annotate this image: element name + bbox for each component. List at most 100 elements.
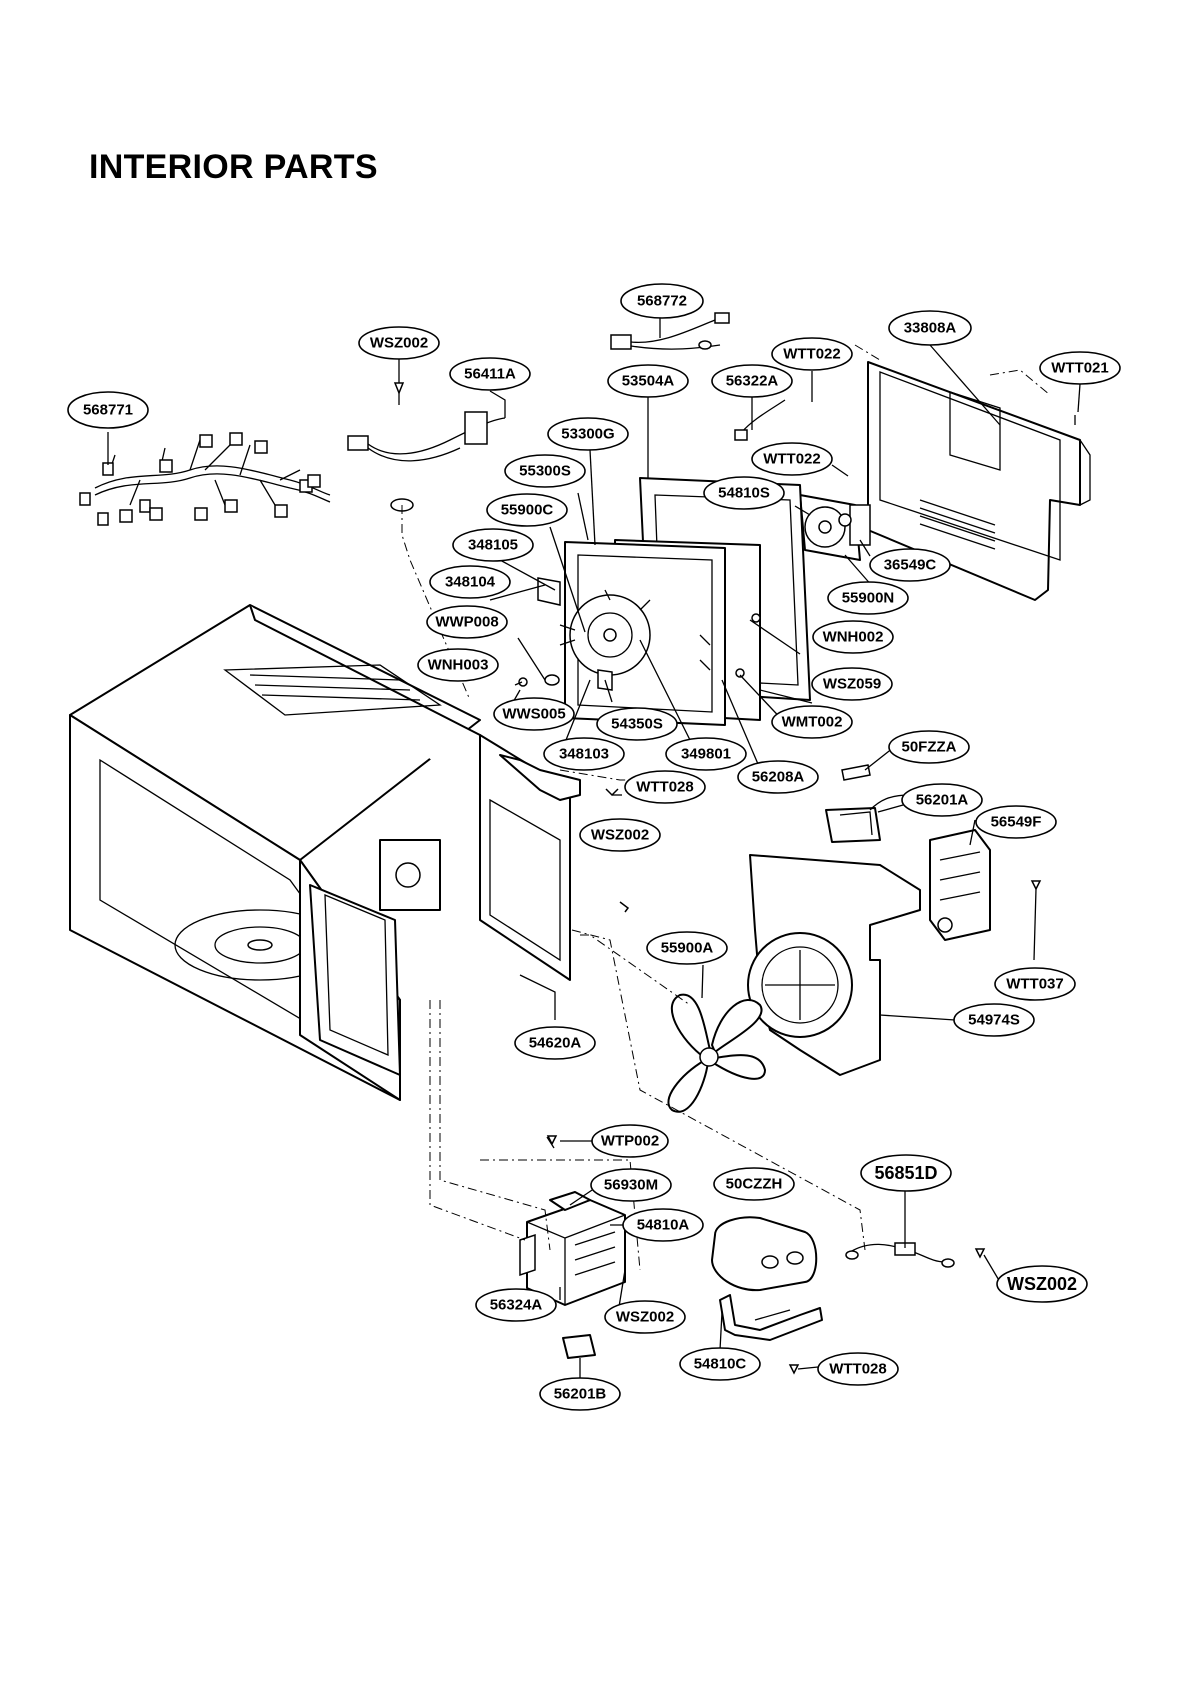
callout-55900N: 55900N <box>827 581 909 615</box>
cord-part <box>347 382 506 512</box>
svg-text:53300G: 53300G <box>561 426 614 443</box>
svg-text:568772: 568772 <box>637 293 687 310</box>
callout-54810C: 54810C <box>679 1347 761 1381</box>
fan-motor-part <box>799 494 871 561</box>
callout-WSZ002-mid: WSZ002 <box>579 818 661 852</box>
capacitor-part <box>711 1216 818 1292</box>
svg-text:WTT028: WTT028 <box>636 779 694 796</box>
svg-text:56411A: 56411A <box>464 366 516 383</box>
svg-text:36549C: 36549C <box>884 557 937 574</box>
svg-text:56930M: 56930M <box>604 1177 658 1194</box>
callout-WSZ002-top: WSZ002 <box>358 326 440 360</box>
fuse-board-part <box>825 764 911 843</box>
callout-WSZ002-bottom: WSZ002 <box>604 1300 686 1334</box>
svg-text:WTT028: WTT028 <box>829 1361 887 1378</box>
screw-parts <box>546 788 1042 1259</box>
svg-text:54810A: 54810A <box>637 1217 690 1234</box>
callout-33808A: 33808A <box>888 310 972 346</box>
svg-text:56201A: 56201A <box>916 792 969 809</box>
svg-text:WTT022: WTT022 <box>763 451 821 468</box>
svg-text:56324A: 56324A <box>490 1297 543 1314</box>
callout-56324A: 56324A <box>475 1288 557 1322</box>
callout-56201B: 56201B <box>539 1377 621 1411</box>
svg-text:WTT022: WTT022 <box>783 346 841 363</box>
callout-36549C: 36549C <box>869 548 951 582</box>
svg-text:WNH002: WNH002 <box>823 629 884 646</box>
svg-text:54974S: 54974S <box>968 1012 1020 1029</box>
svg-text:55900N: 55900N <box>842 590 895 607</box>
svg-text:55900C: 55900C <box>501 502 554 519</box>
svg-text:50CZZH: 50CZZH <box>726 1176 783 1193</box>
diode-cord-part <box>845 1242 955 1268</box>
svg-text:WSZ002: WSZ002 <box>616 1309 674 1326</box>
svg-text:WNH003: WNH003 <box>428 657 489 674</box>
svg-text:WTT021: WTT021 <box>1051 360 1109 377</box>
callout-WTT021: WTT021 <box>1039 351 1121 385</box>
callout-WTT028-bottom: WTT028 <box>817 1352 899 1386</box>
svg-text:348103: 348103 <box>559 746 609 763</box>
svg-text:WSZ002: WSZ002 <box>591 827 649 844</box>
callout-56411A: 56411A <box>449 357 531 391</box>
svg-text:54350S: 54350S <box>611 716 663 733</box>
callout-568772: 568772 <box>620 283 704 319</box>
callout-349801: 349801 <box>665 737 747 771</box>
callout-56208A: 56208A <box>737 760 819 794</box>
callout-54350S: 54350S <box>596 707 678 741</box>
svg-text:55900A: 55900A <box>661 940 714 957</box>
callout-WTT028-mid: WTT028 <box>624 770 706 804</box>
callout-WWP008: WWP008 <box>426 605 508 639</box>
page-title: INTERIOR PARTS <box>89 148 378 186</box>
duct-cover-part <box>867 361 1091 601</box>
svg-text:56851D: 56851D <box>874 1163 937 1183</box>
callout-54974S: 54974S <box>953 1003 1035 1037</box>
callout-54810S: 54810S <box>703 476 785 510</box>
svg-text:WMT002: WMT002 <box>782 714 843 731</box>
svg-text:54810S: 54810S <box>718 485 770 502</box>
svg-text:56322A: 56322A <box>726 373 779 390</box>
oven-cavity-part <box>69 604 581 1101</box>
callout-WTT037: WTT037 <box>994 967 1076 1001</box>
callout-WWS005: WWS005 <box>493 697 575 731</box>
callout-WSZ059: WSZ059 <box>811 667 893 701</box>
callout-WMT002: WMT002 <box>771 705 853 739</box>
callout-53504A: 53504A <box>607 364 689 398</box>
svg-text:54620A: 54620A <box>529 1035 582 1052</box>
callout-54620A: 54620A <box>514 1026 596 1060</box>
svg-text:WWS005: WWS005 <box>502 706 565 723</box>
svg-text:WTT037: WTT037 <box>1006 976 1064 993</box>
callout-50FZZA: 50FZZA <box>888 730 970 764</box>
svg-text:33808A: 33808A <box>904 320 957 337</box>
callout-55900C: 55900C <box>486 493 568 527</box>
callout-53300G: 53300G <box>547 417 629 451</box>
callout-WTT022-top: WTT022 <box>771 337 853 371</box>
magnetron-part <box>519 1191 626 1306</box>
capacitor-bracket-part <box>719 1294 823 1375</box>
svg-text:348104: 348104 <box>445 574 496 591</box>
svg-text:55300S: 55300S <box>519 463 571 480</box>
svg-text:WSZ059: WSZ059 <box>823 676 881 693</box>
thermostat-part <box>562 1334 596 1359</box>
callout-568771: 568771 <box>67 391 149 429</box>
svg-text:53504A: 53504A <box>622 373 675 390</box>
callout-WTT022-mid: WTT022 <box>751 442 833 476</box>
svg-text:56549F: 56549F <box>991 814 1042 831</box>
callout-WNH002: WNH002 <box>812 620 894 654</box>
svg-text:56208A: 56208A <box>752 769 805 786</box>
svg-text:WSZ002: WSZ002 <box>1007 1274 1077 1294</box>
callout-WNH003: WNH003 <box>417 648 499 682</box>
callout-55900A: 55900A <box>646 931 728 965</box>
svg-text:348105: 348105 <box>468 537 518 554</box>
callout-55300S: 55300S <box>504 454 586 488</box>
svg-text:54810C: 54810C <box>694 1356 747 1373</box>
fan-blade-part <box>667 993 766 1113</box>
callout-WTP002: WTP002 <box>591 1124 669 1158</box>
svg-text:56201B: 56201B <box>554 1386 607 1403</box>
fan-duct-part <box>747 829 991 1076</box>
svg-text:WTP002: WTP002 <box>601 1133 659 1150</box>
wire-assembly-part <box>610 312 730 350</box>
callout-348104: 348104 <box>429 565 511 599</box>
callout-56201A: 56201A <box>901 783 983 817</box>
callout-56549F: 56549F <box>975 805 1057 839</box>
callout-348103: 348103 <box>543 737 625 771</box>
